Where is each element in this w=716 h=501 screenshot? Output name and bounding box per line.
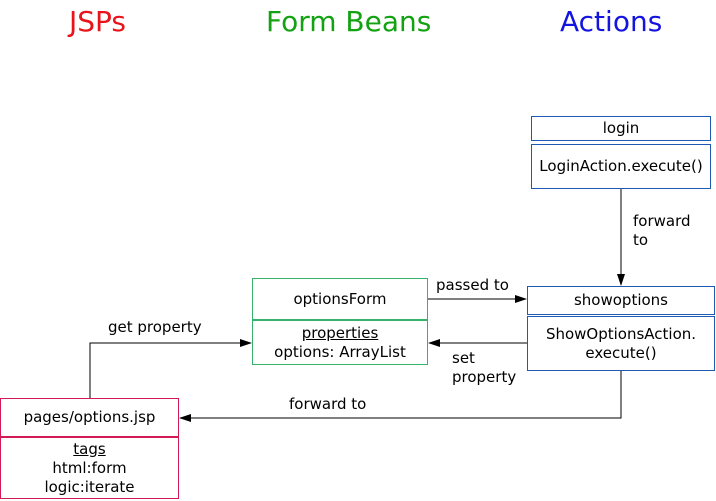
label-forward: forward	[633, 212, 691, 230]
login-body-box: LoginAction.execute()	[531, 144, 711, 189]
heading-form-beans: Form Beans	[266, 5, 432, 38]
heading-actions: Actions	[560, 5, 663, 38]
showoptions-title: showoptions	[573, 291, 668, 309]
options-jsp-tag-logic-iterate: logic:iterate	[44, 477, 135, 496]
label-passed-to: passed to	[436, 276, 509, 294]
label-property: property	[452, 368, 517, 386]
options-form-properties-heading: properties	[301, 323, 379, 342]
label-forward-to: forward to	[289, 395, 367, 413]
options-jsp-title: pages/options.jsp	[23, 408, 156, 426]
showoptions-action-line1: ShowOptionsAction.	[545, 324, 697, 343]
arrow-forward-to-jsp	[179, 371, 622, 422]
label-set: set	[452, 349, 475, 367]
options-form-title: optionsForm	[293, 289, 387, 308]
label-to: to	[633, 231, 649, 249]
login-action-method: LoginAction.execute()	[539, 157, 703, 175]
login-title-box: login	[531, 116, 711, 141]
options-jsp-tags-box: tags html:form logic:iterate	[0, 437, 179, 499]
options-jsp-tags-heading: tags	[73, 439, 106, 458]
options-form-title-box: optionsForm	[252, 278, 428, 320]
showoptions-action-line2: execute()	[585, 343, 657, 362]
heading-jsps: JSPs	[69, 5, 127, 38]
showoptions-title-box: showoptions	[527, 286, 715, 315]
showoptions-body-box: ShowOptionsAction. execute()	[527, 316, 715, 371]
login-title: login	[602, 119, 640, 137]
label-get-property: get property	[108, 318, 202, 336]
options-form-properties-box: properties options: ArrayList	[252, 320, 428, 365]
options-form-property-options: options: ArrayList	[274, 342, 406, 361]
options-jsp-title-box: pages/options.jsp	[0, 398, 179, 437]
options-jsp-tag-html-form: html:form	[52, 458, 127, 477]
arrow-get-property	[89, 339, 252, 398]
